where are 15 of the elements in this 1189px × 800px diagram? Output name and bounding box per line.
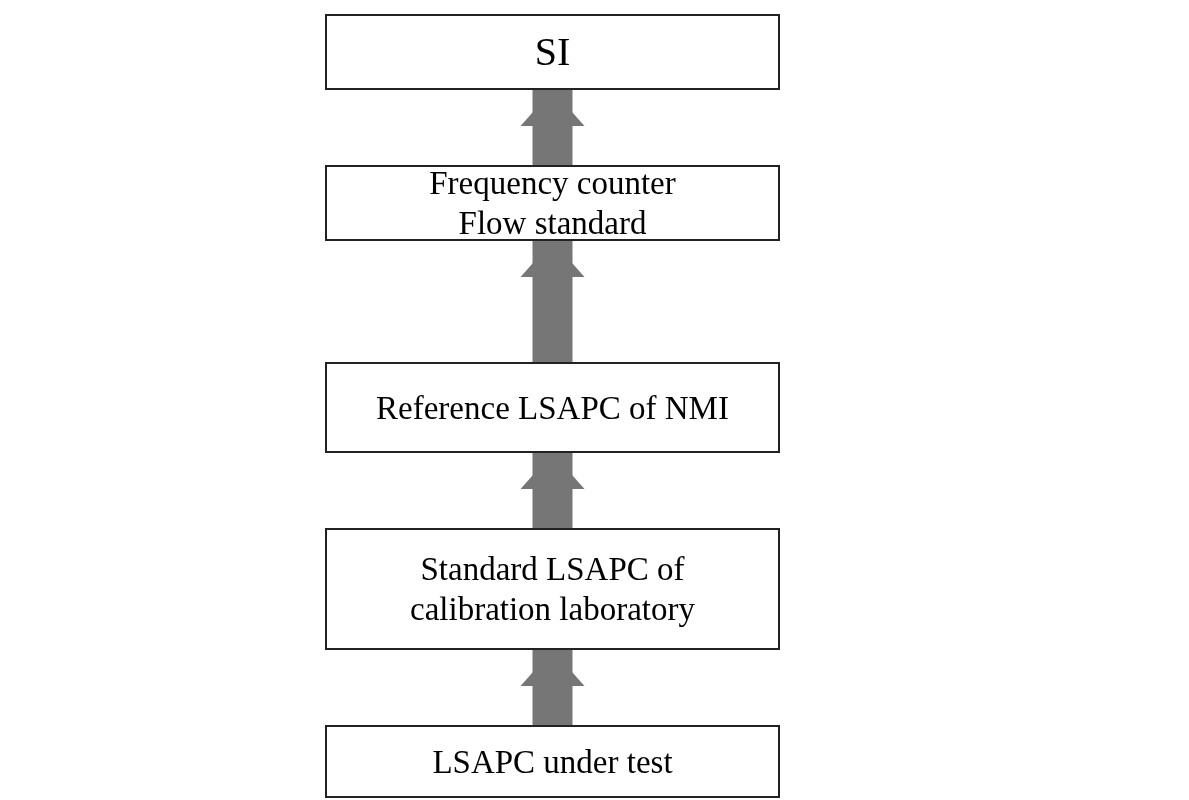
box-label: Frequency counter xyxy=(429,164,676,203)
box-label: LSAPC under test xyxy=(432,742,673,782)
box-label: Flow standard xyxy=(458,204,647,243)
arrow xyxy=(520,453,585,528)
arrow xyxy=(520,241,585,362)
arrow xyxy=(520,650,585,725)
box-label: SI xyxy=(534,32,571,72)
process-box xyxy=(325,528,780,650)
process-box xyxy=(325,14,780,90)
process-box xyxy=(325,725,780,798)
process-box xyxy=(325,165,780,241)
process-box xyxy=(325,362,780,453)
arrow xyxy=(520,90,585,165)
box-label: Reference LSAPC of NMI xyxy=(376,388,729,428)
box-label: Standard LSAPC of calibration laboratory xyxy=(409,550,696,629)
